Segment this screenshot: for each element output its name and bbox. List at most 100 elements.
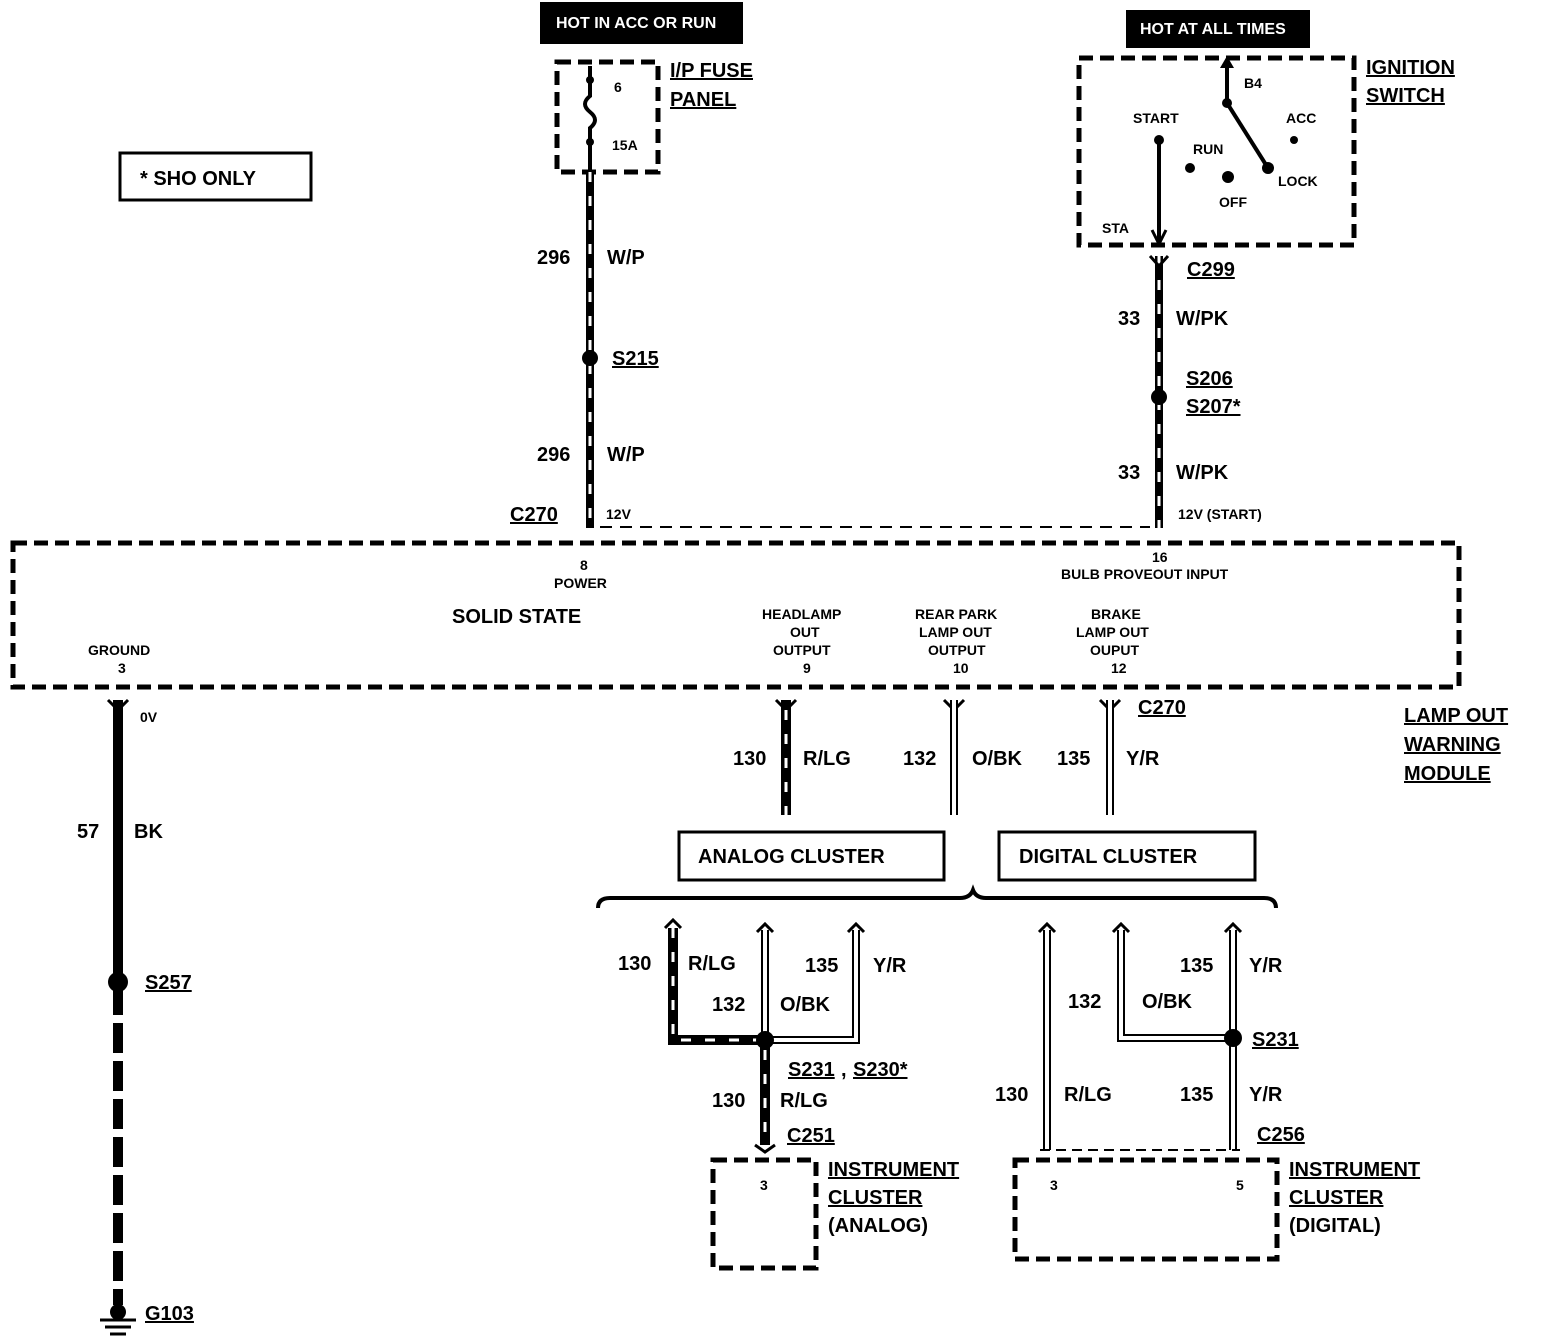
module-solid-state: SOLID STATE <box>452 606 581 628</box>
connector-c270-top: C270 <box>510 504 558 526</box>
module-brake-pin: 12 <box>1111 660 1127 676</box>
digital-name-2: CLUSTER <box>1289 1187 1384 1209</box>
sho-only-note: * SHO ONLY <box>118 151 313 202</box>
analog-pin-3: 3 <box>760 1177 768 1193</box>
ign-start: START <box>1133 110 1179 126</box>
an-130-circuit-low: 130 <box>712 1090 745 1112</box>
module-brake-3: OUPUT <box>1090 642 1139 658</box>
analog-cluster-box: ANALOG CLUSTER <box>677 830 946 882</box>
analog-name-3: (ANALOG) <box>828 1215 928 1237</box>
fuse-icon <box>583 66 597 170</box>
an-130-color: R/LG <box>688 953 736 975</box>
splice-s206-dot <box>1151 389 1167 405</box>
ign-acc: ACC <box>1286 110 1316 126</box>
dg-130-color: R/LG <box>1064 1084 1112 1106</box>
wire-296-circuit-bottom: 296 <box>537 444 570 466</box>
module-name-1: LAMP OUT <box>1404 705 1508 727</box>
wire-33: C299 33 W/PK S206 S207* 33 W/PK 12V (STA… <box>1118 254 1262 528</box>
ign-run: RUN <box>1193 141 1223 157</box>
module-bulb-pin: 16 <box>1152 549 1168 565</box>
analog-name-1: INSTRUMENT <box>828 1159 959 1181</box>
module-headlamp-2: OUT <box>790 624 820 640</box>
digital-cluster-box: DIGITAL CLUSTER <box>997 830 1257 882</box>
module-ground-pin: 3 <box>118 660 126 676</box>
wire-132-output: 132 O/BK <box>903 698 1023 815</box>
splice-s215: S215 <box>612 348 659 370</box>
dg-135-color: Y/R <box>1249 955 1283 977</box>
fuse-panel: 6 15A I/P FUSE PANEL <box>554 59 753 175</box>
splice-sep: , <box>841 1059 847 1081</box>
ign-off: OFF <box>1219 194 1247 210</box>
analog-cluster-wiring: 130 R/LG 132 O/BK 135 Y/R S231 , S230* 1… <box>618 917 908 1154</box>
voltage-12v-start: 12V (START) <box>1178 506 1262 522</box>
splice-s231-digital-dot <box>1224 1029 1242 1047</box>
connector-c270-bottom: C270 <box>1138 697 1186 719</box>
an-130-circuit: 130 <box>618 953 651 975</box>
wire-33-color-bottom: W/PK <box>1176 462 1229 484</box>
analog-cluster-label: ANALOG CLUSTER <box>698 846 885 868</box>
ground-icon <box>100 1304 136 1336</box>
hot-all-times-text: HOT AT ALL TIMES <box>1140 21 1286 38</box>
digital-name-1: INSTRUMENT <box>1289 1159 1420 1181</box>
splice-s215-dot <box>582 350 598 366</box>
module-power-label: POWER <box>554 575 607 591</box>
wire-33-circuit-bottom: 33 <box>1118 462 1140 484</box>
lamp-out-module: 8 POWER 16 BULB PROVEOUT INPUT SOLID STA… <box>10 540 1462 690</box>
splice-s230: S230* <box>853 1059 908 1081</box>
wire-296-color-top: W/P <box>607 247 645 269</box>
module-power-pin: 8 <box>580 557 588 573</box>
dg-135-circuit: 135 <box>1180 955 1213 977</box>
digital-cluster-label: DIGITAL CLUSTER <box>1019 846 1198 868</box>
an-132-color: O/BK <box>780 994 831 1016</box>
wire-33-color-top: W/PK <box>1176 308 1229 330</box>
wire-130-output: 130 R/LG <box>733 698 851 815</box>
hot-acc-run-text: HOT IN ACC OR RUN <box>556 15 716 32</box>
ignition-switch: B4 START ACC RUN OFF LOCK STA IGNITION S… <box>1076 55 1455 248</box>
an-135-color: Y/R <box>873 955 907 977</box>
out-130-circuit: 130 <box>733 748 766 770</box>
module-headlamp-pin: 9 <box>803 660 811 676</box>
voltage-0v: 0V <box>140 709 158 725</box>
instrument-cluster-analog: 3 INSTRUMENT CLUSTER (ANALOG) <box>710 1157 959 1271</box>
an-130-color-low: R/LG <box>780 1090 828 1112</box>
module-rear-3: OUTPUT <box>928 642 986 658</box>
sho-only-text: * SHO ONLY <box>140 168 257 190</box>
splice-s206: S206 <box>1186 368 1233 390</box>
module-brake-2: LAMP OUT <box>1076 624 1149 640</box>
connector-c251: C251 <box>787 1125 835 1147</box>
ignition-title-2: SWITCH <box>1366 85 1445 107</box>
out-132-color: O/BK <box>972 748 1023 770</box>
module-rear-pin: 10 <box>953 660 969 676</box>
dg-135-circuit-low: 135 <box>1180 1084 1213 1106</box>
module-rear-1: REAR PARK <box>915 606 997 622</box>
fuse-panel-title-2: PANEL <box>670 89 736 111</box>
wire-135-output: 135 Y/R <box>1057 698 1160 815</box>
ign-lock: LOCK <box>1278 173 1318 189</box>
an-132-circuit: 132 <box>712 994 745 1016</box>
ground-g103: G103 <box>145 1303 194 1325</box>
module-bulb-label: BULB PROVEOUT INPUT <box>1061 566 1229 582</box>
splice-s231-analog: S231 <box>788 1059 835 1081</box>
digital-pin-3: 3 <box>1050 1177 1058 1193</box>
wire-57: 0V 57 BK S257 G103 <box>77 698 194 1336</box>
out-135-circuit: 135 <box>1057 748 1090 770</box>
digital-cluster-wiring: 132 O/BK 135 Y/R S231 130 R/LG 135 Y/R C… <box>995 921 1305 1151</box>
voltage-12v: 12V <box>606 506 632 522</box>
digital-name-3: (DIGITAL) <box>1289 1215 1381 1237</box>
wire-296-color-bottom: W/P <box>607 444 645 466</box>
module-headlamp-1: HEADLAMP <box>762 606 841 622</box>
dg-130-circuit: 130 <box>995 1084 1028 1106</box>
dg-132-color: O/BK <box>1142 991 1193 1013</box>
ignition-title-1: IGNITION <box>1366 57 1455 79</box>
digital-pin-5: 5 <box>1236 1177 1244 1193</box>
hot-acc-run-tag: HOT IN ACC OR RUN <box>540 2 743 44</box>
ign-b4: B4 <box>1244 75 1262 91</box>
ign-sta: STA <box>1102 220 1129 236</box>
hot-all-times-tag: HOT AT ALL TIMES <box>1126 10 1310 48</box>
module-rear-2: LAMP OUT <box>919 624 992 640</box>
connector-c299: C299 <box>1187 259 1235 281</box>
dg-132-circuit: 132 <box>1068 991 1101 1013</box>
module-name-2: WARNING <box>1404 734 1501 756</box>
out-132-circuit: 132 <box>903 748 936 770</box>
